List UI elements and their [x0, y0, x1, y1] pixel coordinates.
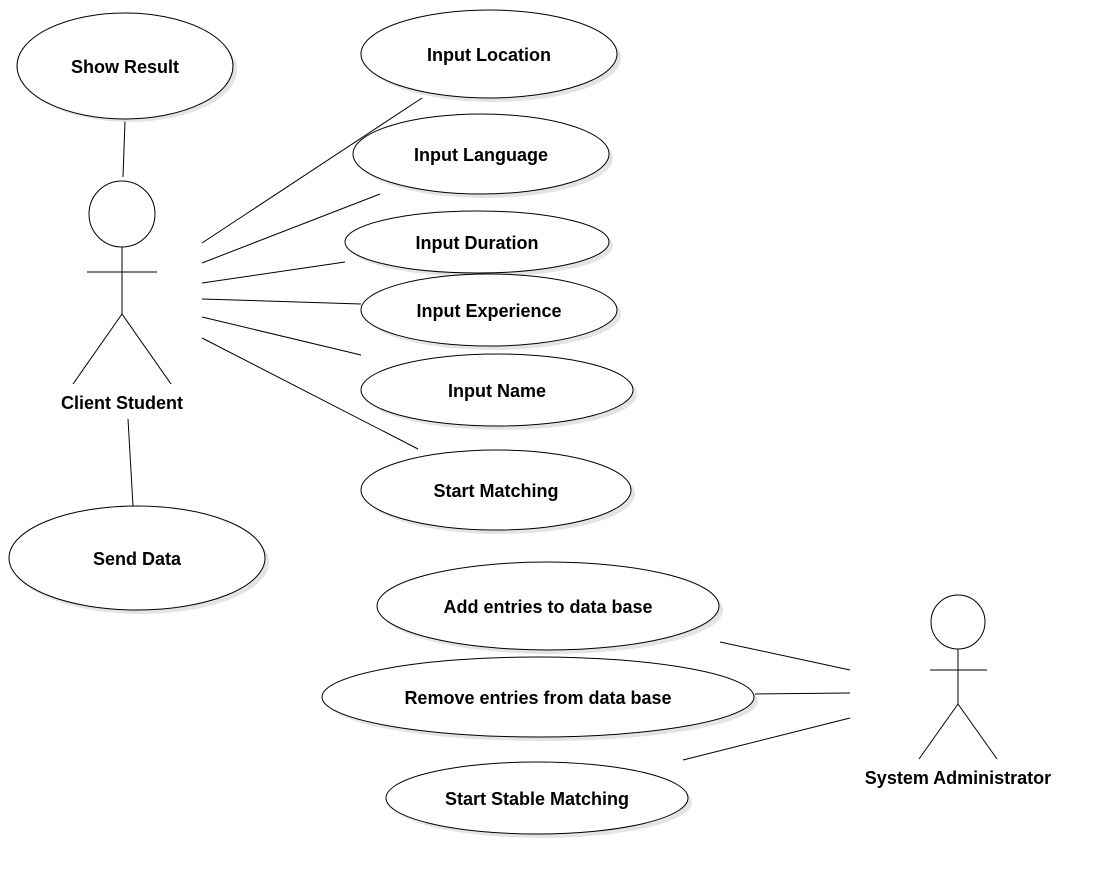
- actor-left-leg: [918, 703, 959, 760]
- use-case-label: Input Location: [427, 45, 551, 65]
- use-case-label: Send Data: [93, 549, 182, 569]
- use-case-ellipse: [360, 449, 632, 531]
- use-case-input-name: Input Name: [360, 353, 637, 430]
- use-case-label: Input Experience: [416, 301, 561, 321]
- use-case-label: Add entries to data base: [443, 597, 652, 617]
- assoc-remove-entries: [754, 692, 851, 695]
- assoc-show-result: [122, 120, 126, 178]
- actor-client-student: Client Student: [61, 180, 183, 413]
- use-case-label: Input Duration: [416, 233, 539, 253]
- actor-system-administrator: System Administrator: [865, 594, 1051, 788]
- use-case-label: Start Matching: [433, 481, 558, 501]
- use-case-label: Show Result: [71, 57, 179, 77]
- use-case-label: Remove entries from data base: [404, 688, 671, 708]
- use-case-ellipse: [360, 9, 618, 99]
- use-case-label: Input Language: [414, 145, 548, 165]
- actor-right-leg: [957, 703, 998, 760]
- use-case-add-entries: Add entries to data base: [376, 561, 723, 654]
- use-case-ellipse: [385, 761, 689, 835]
- assoc-start-stable-matching: [682, 717, 851, 761]
- use-case-label: Input Name: [448, 381, 546, 401]
- use-case-ellipse: [344, 210, 610, 274]
- assoc-start-matching: [201, 337, 419, 450]
- assoc-input-language: [201, 193, 381, 264]
- actor-label-system-administrator: System Administrator: [865, 768, 1051, 788]
- use-case-ellipse: [360, 353, 634, 427]
- use-case-ellipse: [352, 113, 610, 195]
- use-case-start-stable-matching: Start Stable Matching: [385, 761, 692, 838]
- actor-label-client-student: Client Student: [61, 393, 183, 413]
- actor-left-leg: [72, 313, 123, 385]
- use-case-ellipse: [376, 561, 720, 651]
- use-case-input-location: Input Location: [360, 9, 621, 102]
- use-case-ellipse: [16, 12, 234, 120]
- use-case-ellipse: [360, 273, 618, 347]
- assoc-send-data: [127, 418, 134, 507]
- assoc-add-entries: [719, 641, 851, 671]
- use-case-remove-entries: Remove entries from data base: [321, 656, 758, 741]
- use-case-input-language: Input Language: [352, 113, 613, 198]
- actor-head: [88, 180, 156, 248]
- use-case-label: Start Stable Matching: [445, 789, 629, 809]
- use-case-show-result: Show Result: [16, 12, 237, 122]
- associations: [122, 97, 851, 761]
- assoc-input-name: [201, 316, 362, 356]
- assoc-input-duration: [201, 261, 346, 284]
- use-case-input-duration: Input Duration: [344, 210, 613, 277]
- assoc-input-experience: [201, 298, 362, 305]
- assoc-input-location: [201, 97, 423, 244]
- actor-head: [930, 594, 986, 650]
- actor-right-leg: [121, 313, 172, 385]
- use-case-ellipse: [321, 656, 755, 738]
- use-case-send-data: Send Data: [8, 505, 269, 614]
- use-case-ellipse: [8, 505, 266, 611]
- use-case-input-experience: Input Experience: [360, 273, 621, 350]
- use-case-start-matching: Start Matching: [360, 449, 635, 534]
